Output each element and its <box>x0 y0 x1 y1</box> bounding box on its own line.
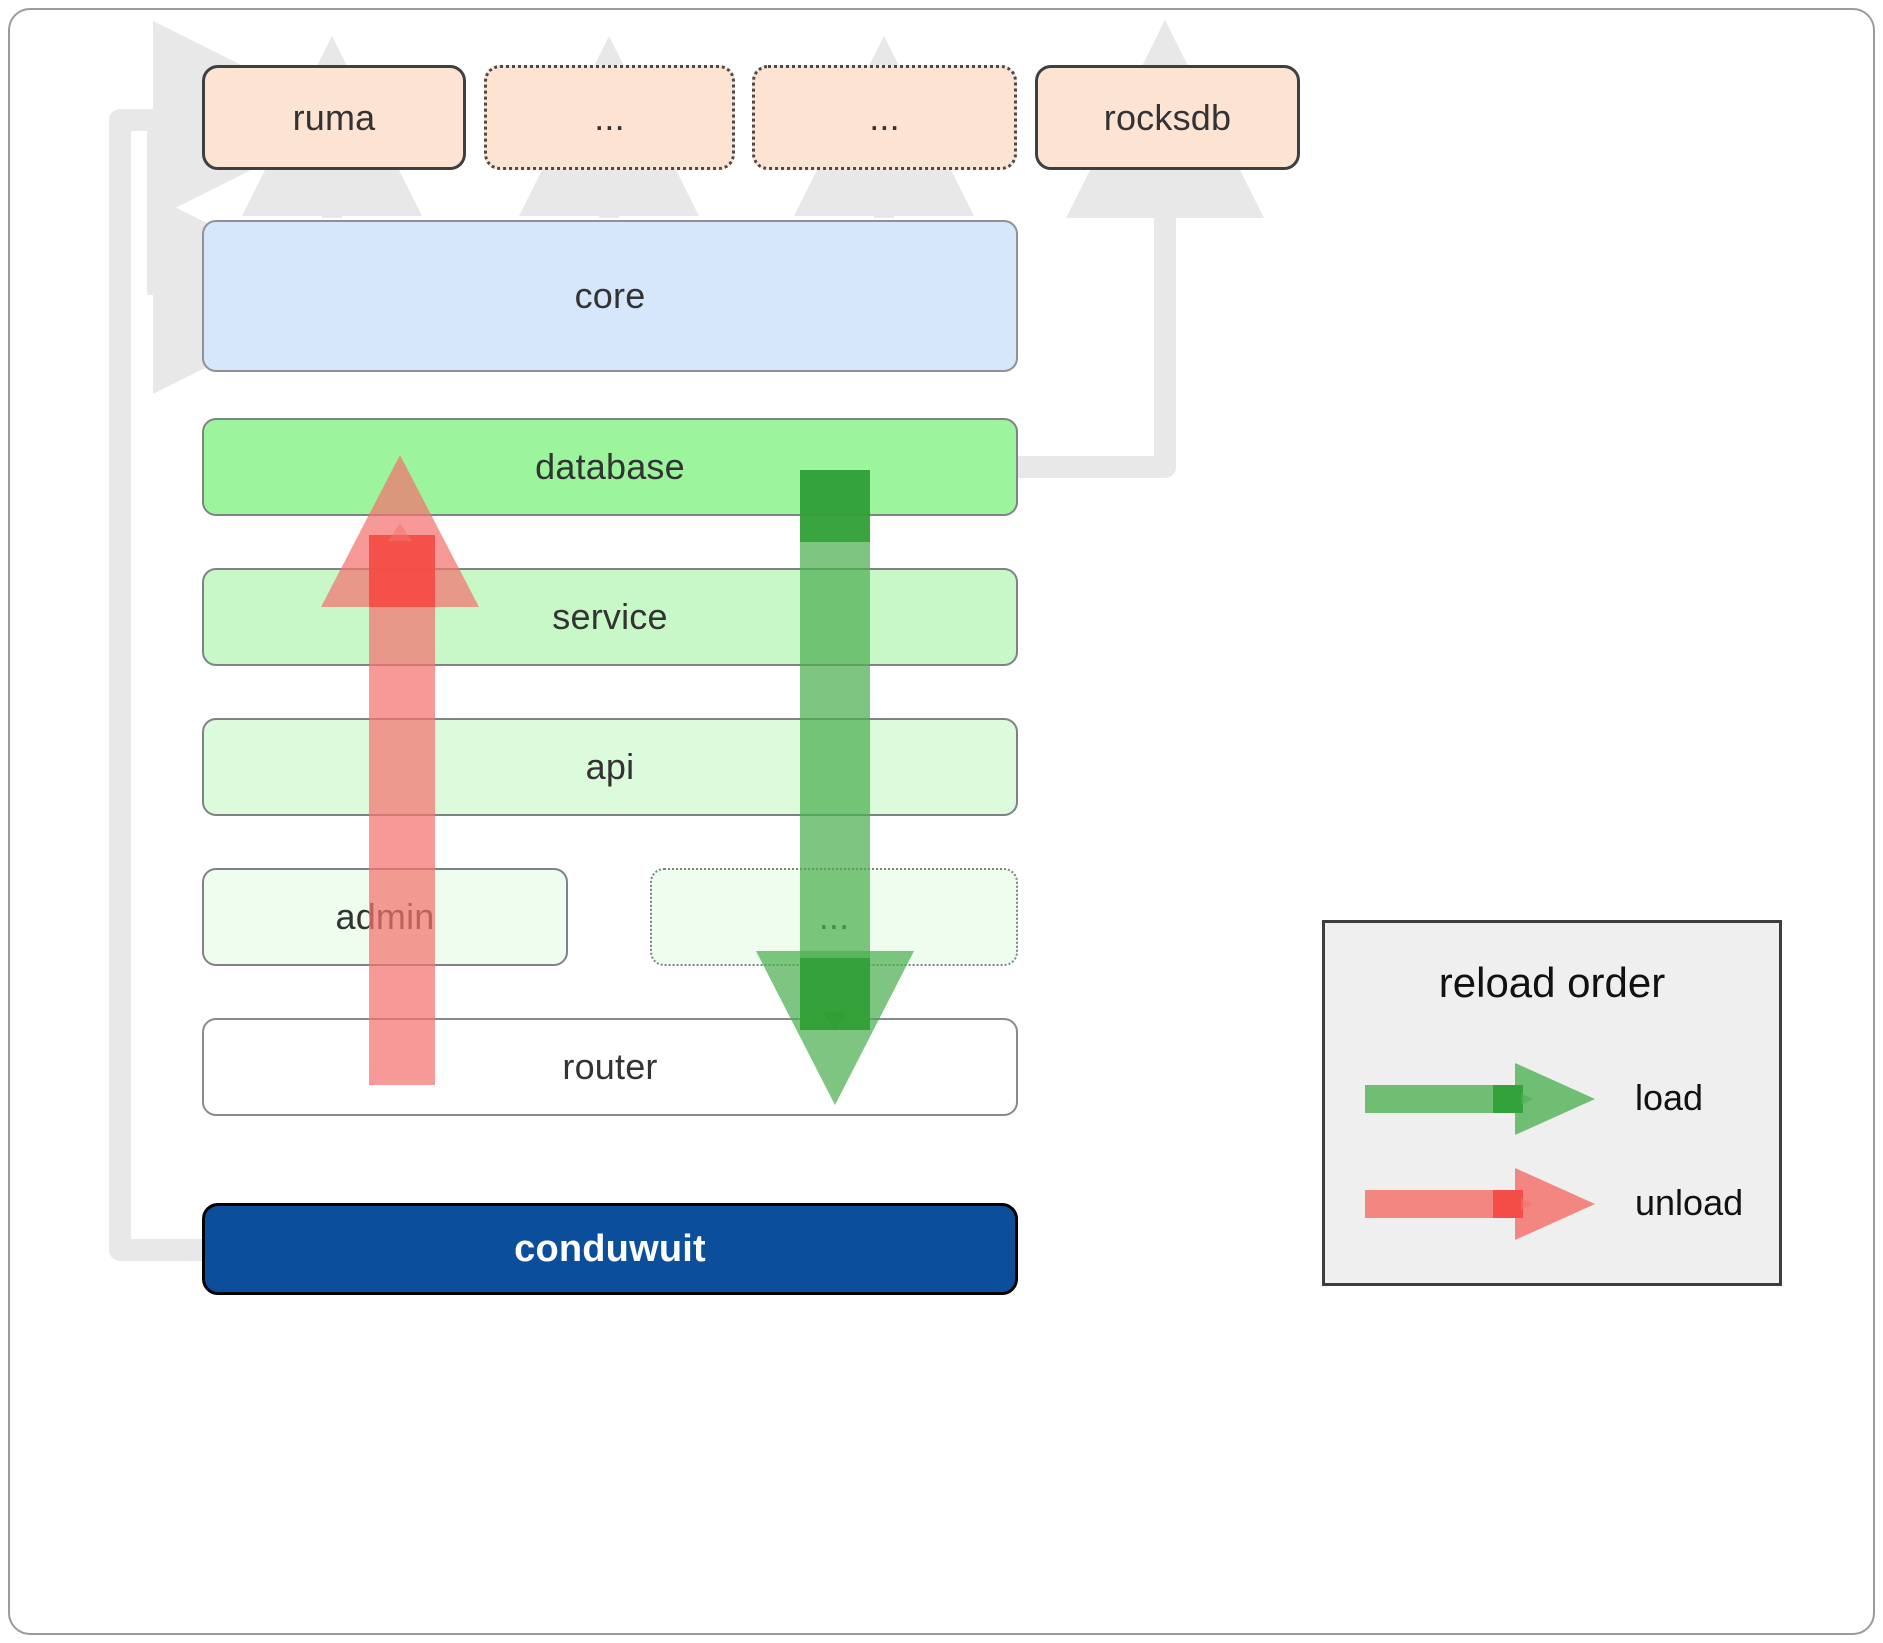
node-label: ... <box>594 96 625 138</box>
node-admin[interactable]: admin <box>202 868 568 966</box>
wire-database-to-rocksdb <box>1018 20 1264 478</box>
legend-label-load: load <box>1635 1077 1704 1118</box>
node-stack-placeholder[interactable]: ... <box>650 868 1018 966</box>
unload-arrow-icon <box>1365 1168 1595 1240</box>
node-label: service <box>552 596 668 637</box>
node-core[interactable]: core <box>202 220 1018 372</box>
node-label: conduwuit <box>514 1227 706 1270</box>
node-api[interactable]: api <box>202 718 1018 816</box>
legend-title: reload order <box>1438 959 1666 1006</box>
node-label: ... <box>869 96 900 138</box>
node-label: ... <box>818 896 850 937</box>
node-service[interactable]: service <box>202 568 1018 666</box>
node-ruma[interactable]: ruma <box>202 65 466 170</box>
node-label: api <box>585 746 635 787</box>
node-rocksdb[interactable]: rocksdb <box>1035 65 1300 170</box>
node-conduwuit[interactable]: conduwuit <box>202 1203 1018 1295</box>
node-external-placeholder-1[interactable]: ... <box>484 65 735 170</box>
node-label: admin <box>335 896 435 937</box>
legend-label-unload: unload <box>1635 1182 1744 1223</box>
legend-row-unload: unload <box>1325 1158 1779 1248</box>
load-arrow-icon <box>1365 1063 1595 1135</box>
legend-row-load: load <box>1325 1053 1779 1143</box>
node-label: core <box>574 275 646 316</box>
node-label: ruma <box>292 96 376 138</box>
node-router[interactable]: router <box>202 1018 1018 1116</box>
node-label: router <box>562 1046 658 1087</box>
node-label: database <box>535 446 685 487</box>
node-database[interactable]: database <box>202 418 1018 516</box>
legend-panel: reload order load unload <box>1322 920 1782 1286</box>
node-external-placeholder-2[interactable]: ... <box>752 65 1017 170</box>
node-label: rocksdb <box>1103 96 1232 138</box>
